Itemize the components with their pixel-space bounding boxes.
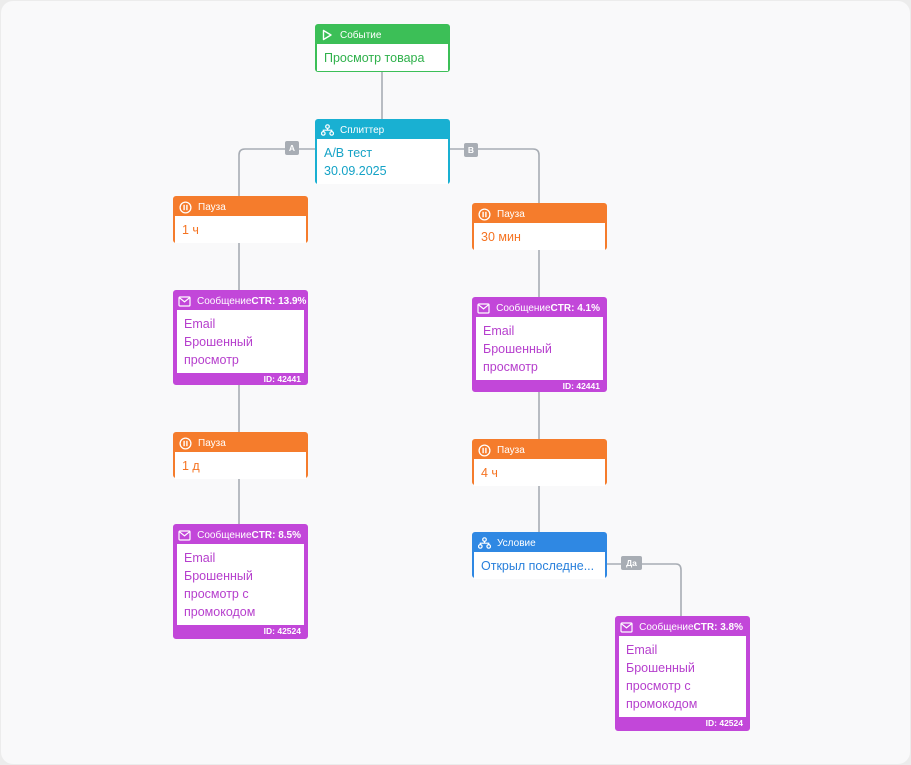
message-node-a1-line1: Email bbox=[184, 317, 216, 331]
pause-node-b2[interactable]: Пауза 4 ч bbox=[472, 439, 607, 486]
condition-node-type: Условие bbox=[497, 537, 536, 549]
message-node-b1-line3: просмотр bbox=[483, 360, 538, 374]
pause-node-a1-text: 1 ч bbox=[175, 216, 306, 243]
message-node-c1-line1: Email bbox=[626, 643, 658, 657]
message-node-a1-id: ID: 42441 bbox=[263, 374, 301, 384]
branch-label-a: A bbox=[285, 141, 299, 155]
message-node-a2[interactable]: Сообщение CTR: 8.5% Email Брошенный прос… bbox=[173, 524, 308, 639]
pause-node-b1-type: Пауза bbox=[497, 208, 525, 220]
envelope-icon bbox=[178, 528, 191, 542]
pause-icon bbox=[178, 436, 192, 450]
message-node-a1-line3: просмотр bbox=[184, 353, 239, 367]
pause-icon bbox=[477, 207, 491, 221]
pause-node-a2-header: Пауза bbox=[175, 434, 306, 452]
pause-icon bbox=[178, 200, 192, 214]
splitter-node-line2: 30.09.2025 bbox=[324, 164, 387, 178]
condition-icon bbox=[477, 536, 491, 550]
condition-node-text: Открыл последне... bbox=[474, 552, 605, 579]
message-node-c1-line3: просмотр с bbox=[626, 679, 691, 693]
pause-node-b1-text: 30 мин bbox=[474, 223, 605, 250]
message-node-c1-body: Email Брошенный просмотр с промокодом bbox=[619, 636, 746, 717]
pause-node-a1[interactable]: Пауза 1 ч bbox=[173, 196, 308, 243]
message-node-a2-line3: просмотр с bbox=[184, 587, 249, 601]
message-node-a2-ctr: CTR: 8.5% bbox=[251, 529, 301, 541]
message-node-b1-line2: Брошенный bbox=[483, 342, 552, 356]
message-node-b1-ctr: CTR: 4.1% bbox=[550, 302, 600, 314]
pause-node-a2-text: 1 д bbox=[175, 452, 306, 479]
message-node-b1-line1: Email bbox=[483, 324, 515, 338]
pause-node-a2-type: Пауза bbox=[198, 437, 226, 449]
message-node-a2-body: Email Брошенный просмотр с промокодом bbox=[177, 544, 304, 625]
message-node-c1-line4: промокодом bbox=[626, 697, 698, 711]
play-icon bbox=[320, 28, 334, 42]
message-node-c1-type: Сообщение bbox=[639, 621, 694, 633]
branch-label-b: B bbox=[464, 143, 478, 157]
message-node-c1-line2: Брошенный bbox=[626, 661, 695, 675]
pause-node-a1-header: Пауза bbox=[175, 198, 306, 216]
message-node-c1-id: ID: 42524 bbox=[705, 718, 743, 728]
message-node-b1-header: Сообщение CTR: 4.1% bbox=[474, 299, 605, 317]
message-node-a1-ctr: CTR: 13.9% bbox=[251, 295, 307, 307]
message-node-a1-type: Сообщение bbox=[197, 295, 252, 307]
envelope-icon bbox=[477, 301, 490, 315]
envelope-icon bbox=[620, 620, 633, 634]
pause-node-b1-header: Пауза bbox=[474, 205, 605, 223]
connector-condition-yes bbox=[606, 563, 682, 616]
message-node-a2-id: ID: 42524 bbox=[263, 626, 301, 636]
pause-node-b2-header: Пауза bbox=[474, 441, 605, 459]
splitter-node-type: Сплиттер bbox=[340, 124, 385, 136]
branch-label-yes: Да bbox=[621, 556, 642, 570]
message-node-b1-type: Сообщение bbox=[496, 302, 551, 314]
message-node-b1[interactable]: Сообщение CTR: 4.1% Email Брошенный прос… bbox=[472, 297, 607, 392]
message-node-a2-line4: промокодом bbox=[184, 605, 256, 619]
message-node-a1-header: Сообщение CTR: 13.9% bbox=[175, 292, 306, 310]
pause-node-b2-type: Пауза bbox=[497, 444, 525, 456]
pause-node-b2-text: 4 ч bbox=[474, 459, 605, 486]
message-node-a2-type: Сообщение bbox=[197, 529, 252, 541]
message-node-c1[interactable]: Сообщение CTR: 3.8% Email Брошенный прос… bbox=[615, 616, 750, 731]
envelope-icon bbox=[178, 294, 191, 308]
pause-icon bbox=[477, 443, 491, 457]
message-node-a1-body: Email Брошенный просмотр bbox=[177, 310, 304, 373]
message-node-c1-header: Сообщение CTR: 3.8% bbox=[617, 618, 748, 636]
splitter-node[interactable]: Сплиттер A/B тест 30.09.2025 bbox=[315, 119, 450, 184]
message-node-a2-line1: Email bbox=[184, 551, 216, 565]
connector-splitter-branch-b bbox=[450, 148, 540, 203]
event-node[interactable]: Событие Просмотр товара bbox=[315, 24, 450, 72]
message-node-c1-ctr: CTR: 3.8% bbox=[693, 621, 743, 633]
message-node-a1-line2: Брошенный bbox=[184, 335, 253, 349]
pause-node-b1[interactable]: Пауза 30 мин bbox=[472, 203, 607, 250]
message-node-b1-id: ID: 42441 bbox=[562, 381, 600, 391]
message-node-a2-header: Сообщение CTR: 8.5% bbox=[175, 526, 306, 544]
condition-node-header: Условие bbox=[474, 534, 605, 552]
pause-node-a2[interactable]: Пауза 1 д bbox=[173, 432, 308, 479]
connector-splitter-branch-a bbox=[238, 148, 315, 196]
splitter-node-body: A/B тест 30.09.2025 bbox=[317, 139, 448, 184]
splitter-node-header: Сплиттер bbox=[317, 121, 448, 139]
condition-node[interactable]: Условие Открыл последне... bbox=[472, 532, 607, 579]
event-node-type: Событие bbox=[340, 29, 382, 41]
splitter-node-line1: A/B тест bbox=[324, 146, 373, 160]
event-node-text: Просмотр товара bbox=[317, 44, 448, 71]
message-node-b1-body: Email Брошенный просмотр bbox=[476, 317, 603, 380]
message-node-a2-line2: Брошенный bbox=[184, 569, 253, 583]
pause-node-a1-type: Пауза bbox=[198, 201, 226, 213]
splitter-icon bbox=[320, 123, 334, 137]
event-node-header: Событие bbox=[317, 26, 448, 44]
message-node-a1[interactable]: Сообщение CTR: 13.9% Email Брошенный про… bbox=[173, 290, 308, 385]
